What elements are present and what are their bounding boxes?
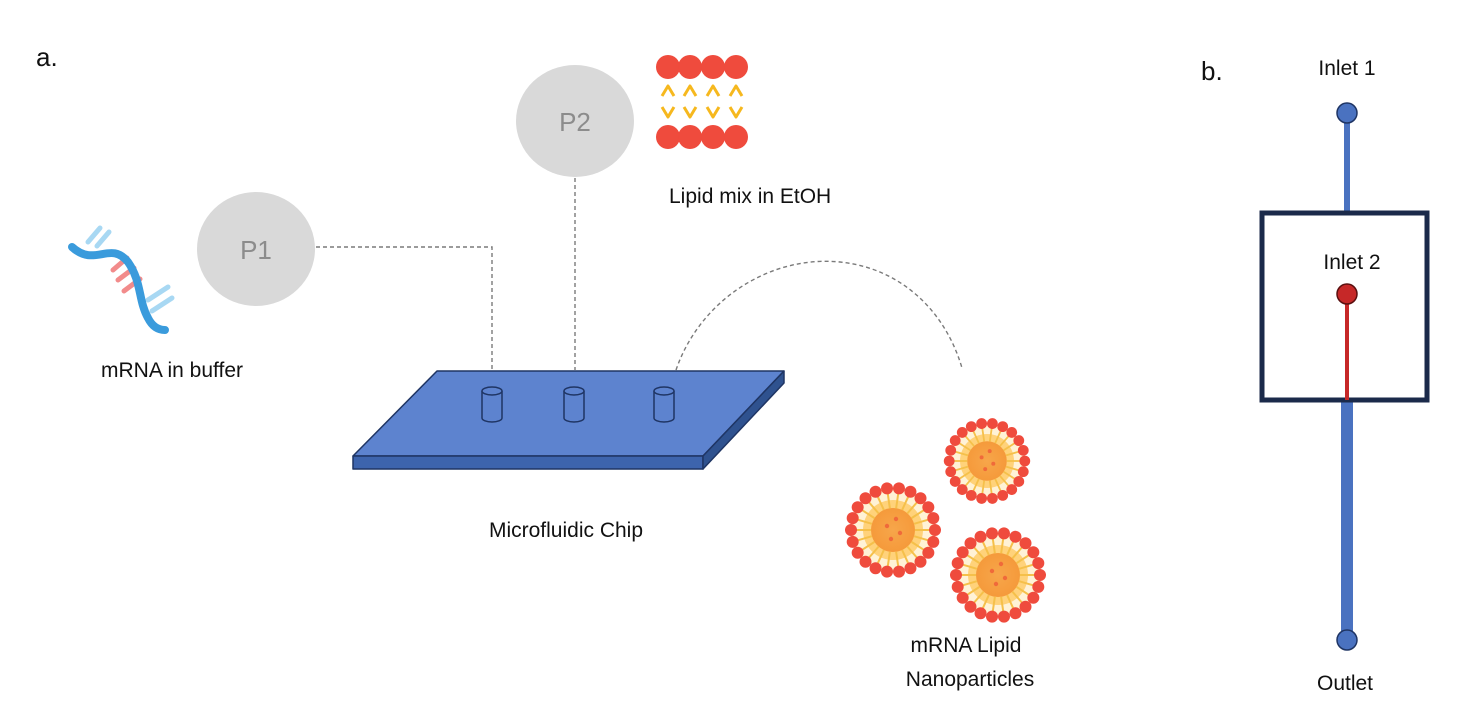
lnp-label-line1: mRNA Lipid (911, 634, 1022, 657)
outlet-port (1336, 629, 1358, 651)
lnp-label-line2: Nanoparticles (906, 668, 1034, 691)
inlet2-label: Inlet 2 (1323, 251, 1380, 274)
chip-side-face (702, 370, 785, 470)
pump-icon (516, 65, 634, 177)
port-icon (481, 386, 503, 423)
panel-a-label: a. (36, 42, 58, 72)
lipid-nanoparticles (844, 417, 1047, 624)
mrna-label: mRNA in buffer (101, 359, 243, 382)
lipid-nanoparticle-icon (942, 417, 1032, 505)
lipid-nanoparticle-icon (844, 481, 942, 579)
chip-label: Microfluidic Chip (489, 519, 643, 542)
panel-b-label: b. (1201, 56, 1223, 86)
pump-p2: P2 (516, 65, 634, 177)
pump-p2-label: P2 (559, 107, 591, 137)
outlet-label: Outlet (1317, 672, 1373, 695)
mrna-strand-icon (68, 225, 175, 334)
inlet1-label: Inlet 1 (1318, 57, 1375, 80)
lipid-nanoparticle-icon (949, 526, 1047, 624)
pump-p1-label: P1 (240, 235, 272, 265)
tube-p1 (316, 246, 493, 370)
microfluidic-chip (352, 370, 785, 470)
lipid-bilayer-icon (656, 55, 748, 149)
lipid-label: Lipid mix in EtOH (669, 185, 831, 208)
mixer-frame (1259, 210, 1430, 403)
port-icon (653, 386, 675, 423)
mixer-schematic (1259, 102, 1430, 651)
tubing (316, 178, 963, 371)
inlet2-port (1336, 283, 1358, 305)
pump-icon (197, 192, 315, 306)
pump-p1: P1 (197, 192, 315, 306)
inlet1-port (1336, 102, 1358, 124)
port-icon (563, 386, 585, 423)
tube-outlet (675, 260, 963, 371)
chip-front-face (352, 455, 704, 470)
